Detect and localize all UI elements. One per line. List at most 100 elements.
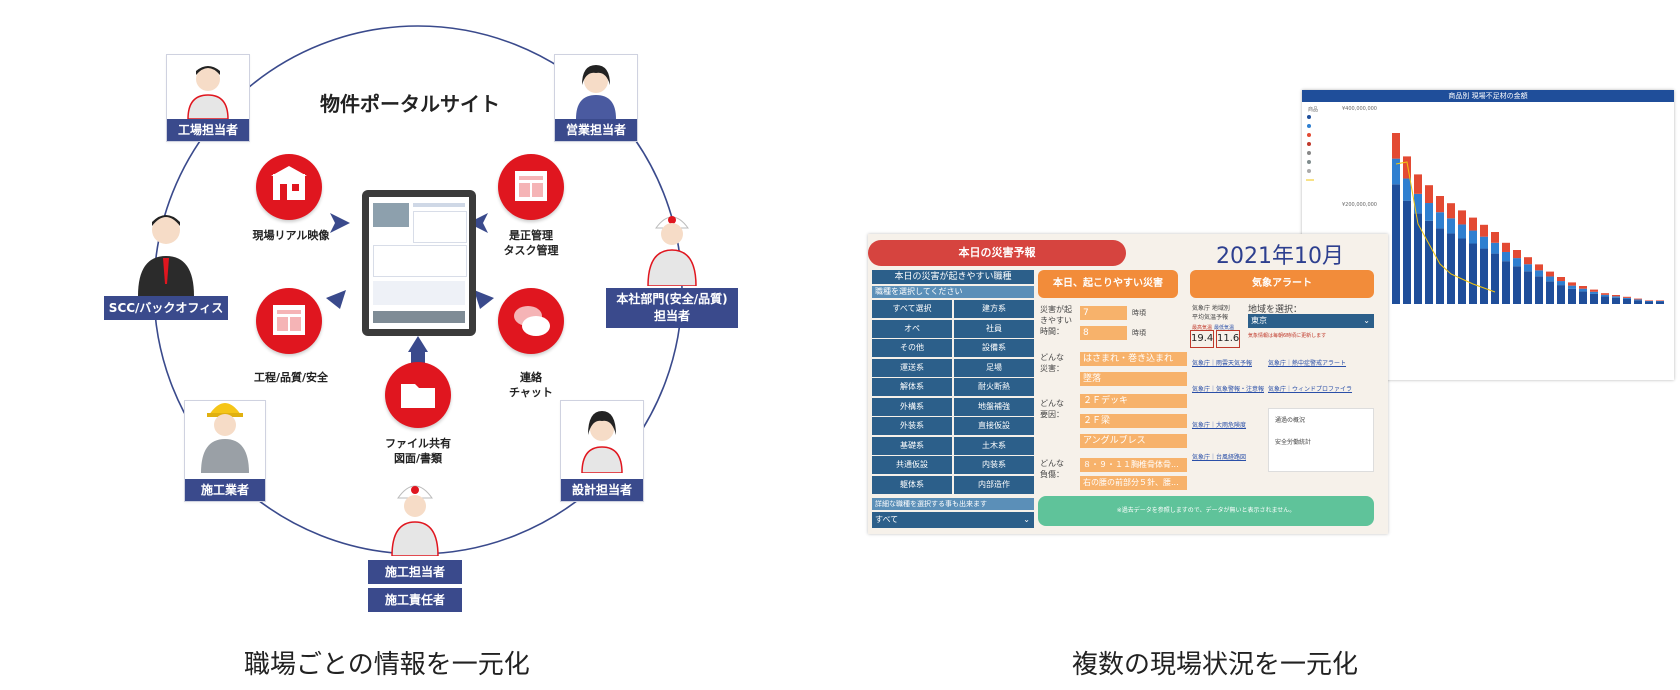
chart-bar — [1392, 158, 1400, 185]
job-button[interactable]: 直接仮設 — [954, 417, 1034, 435]
left-caption: 職場ごとの情報を一元化 — [244, 650, 530, 680]
chart-bar — [1458, 238, 1466, 304]
jobs-hint: 職種を選択してください — [872, 286, 1034, 298]
chevron-down-icon: ⌄ — [1023, 515, 1030, 524]
job-button[interactable]: 足場 — [954, 358, 1034, 377]
scc-role-label: SCC/バックオフィス — [104, 296, 228, 320]
job-button[interactable]: すべて選択 — [872, 300, 952, 318]
factory-role-card: 工場担当者 — [166, 54, 250, 142]
link-wind[interactable]: 気象庁｜ウィンドプロファイラ — [1268, 386, 1353, 393]
job-button[interactable]: 内装系 — [954, 456, 1034, 474]
job-button[interactable]: 躯体系 — [872, 475, 952, 494]
job-button[interactable]: 共通仮設 — [872, 456, 952, 474]
chart-bar — [1623, 297, 1631, 299]
chart-title: 商品別 現場不足材の金額 — [1302, 90, 1674, 102]
chart-bar — [1590, 293, 1598, 304]
region-select[interactable]: 東京 ⌄ — [1248, 314, 1374, 328]
chart-bar — [1436, 212, 1444, 229]
chart-bar — [1458, 210, 1466, 225]
chart-bar — [1590, 291, 1598, 294]
chart-bar — [1524, 264, 1532, 272]
chart-bar — [1414, 174, 1422, 194]
job-button[interactable]: 建方系 — [954, 300, 1034, 318]
chart-bar — [1634, 300, 1642, 304]
chart-bar — [1568, 282, 1576, 286]
chart-bar — [1590, 289, 1598, 292]
job-button[interactable]: 社員 — [954, 319, 1034, 338]
job-button[interactable]: 運送系 — [872, 358, 952, 377]
chart-bar — [1623, 296, 1631, 298]
chart-bar — [1425, 203, 1433, 221]
chart-bar — [1546, 281, 1554, 304]
jobs-select-value: すべて — [875, 515, 899, 524]
chart-bar — [1425, 185, 1433, 204]
link-rain[interactable]: 気象庁｜雨雲天気予報 — [1192, 360, 1253, 367]
chart-bar — [1524, 271, 1532, 304]
factor-field-1: ２Ｆデッキ — [1080, 394, 1187, 408]
jobs-title: 本日の災害が起きやすい職種 — [872, 270, 1034, 284]
contractor-role-label: 施工業者 — [185, 479, 265, 501]
job-button[interactable]: 外構系 — [872, 397, 952, 416]
site-role-card: 施工担当者 施工責任者 — [368, 476, 462, 616]
job-button[interactable]: その他 — [872, 339, 952, 357]
chart-bar — [1480, 248, 1488, 304]
job-button[interactable]: 外装系 — [872, 417, 952, 435]
region-value: 東京 — [1251, 316, 1267, 325]
chart-bar — [1392, 133, 1400, 159]
job-button[interactable]: 内部造作 — [954, 475, 1034, 494]
chart-bar — [1392, 184, 1400, 304]
jobs-detail-hint: 詳細な職種を選択する事も出来ます — [872, 498, 1034, 510]
hq-role-label: 本社部門(安全/品質) 担当者 — [606, 288, 738, 328]
tablet — [362, 190, 476, 336]
disaster-title: 本日、起こりやすい災害 — [1038, 270, 1178, 298]
link-heat[interactable]: 気象庁｜熱中症警戒アラート — [1268, 360, 1347, 367]
chart-bar — [1458, 224, 1466, 239]
job-button[interactable]: 解体系 — [872, 378, 952, 396]
chart-bar — [1557, 281, 1565, 286]
job-button[interactable]: 土木系 — [954, 436, 1034, 455]
time-field-1: 7 — [1080, 306, 1127, 320]
chart-bar — [1447, 233, 1455, 304]
y-tick-mid: ¥200,000,000 — [1342, 202, 1377, 208]
chart-bar — [1447, 218, 1455, 234]
link-typhoon[interactable]: 気象庁｜台風経路図 — [1192, 454, 1247, 461]
job-button[interactable]: 耐火断熱 — [954, 378, 1034, 396]
chart-bar — [1403, 200, 1411, 304]
job-button[interactable]: オペ — [872, 319, 952, 338]
site-manager-label: 施工担当者 — [368, 560, 462, 584]
correction-feature-label: 是正管理 タスク管理 — [503, 229, 559, 257]
link-warning[interactable]: 気象庁｜気象警報・注意報 — [1192, 386, 1265, 393]
flow-arrows — [326, 213, 494, 352]
info-panel: 通過の概況 安全労働統計 — [1268, 408, 1374, 472]
chart-bar — [1491, 232, 1499, 243]
files-feature-label: ファイル共有 図面/書類 — [385, 437, 451, 465]
schedule-feature-label: 工程/品質/安全 — [253, 371, 329, 384]
job-button[interactable]: 基礎系 — [872, 436, 952, 455]
chart-bar — [1579, 291, 1587, 304]
other-label: 通過の概況 — [1275, 417, 1306, 424]
disaster-field-1: はさまれ・巻き込まれ — [1080, 352, 1187, 366]
chart-bar — [1601, 294, 1609, 297]
chart-bar — [1634, 299, 1642, 301]
region-label: 地域を選択： — [1248, 305, 1303, 315]
video-feature-label: 現場リアル映像 — [252, 229, 330, 242]
jobs-select[interactable]: すべて ⌄ — [872, 512, 1034, 528]
time-field-2: 8 — [1080, 326, 1127, 340]
dashboard-header: 本日の災害予報 — [868, 240, 1126, 266]
chart-bar — [1502, 261, 1510, 304]
chart-bar — [1414, 193, 1422, 214]
job-button[interactable]: 地盤補強 — [954, 397, 1034, 416]
job-button[interactable]: 設備系 — [954, 339, 1034, 357]
link-heavyrain[interactable]: 気象庁｜大雨危険度 — [1192, 422, 1247, 429]
schedule-feature-icon — [256, 288, 322, 354]
chart-plot — [1392, 133, 1664, 304]
chart-bar — [1656, 301, 1664, 304]
chart-bar — [1436, 196, 1444, 213]
chart-bar — [1612, 297, 1620, 304]
chevron-down-icon: ⌄ — [1363, 316, 1370, 325]
chart-bar — [1656, 300, 1664, 301]
max-temp: 19.4 — [1190, 330, 1214, 348]
q-factor: どんな 要因： — [1040, 399, 1064, 419]
factory-person-icon — [187, 66, 229, 119]
sales-role-card: 営業担当者 — [554, 54, 638, 142]
